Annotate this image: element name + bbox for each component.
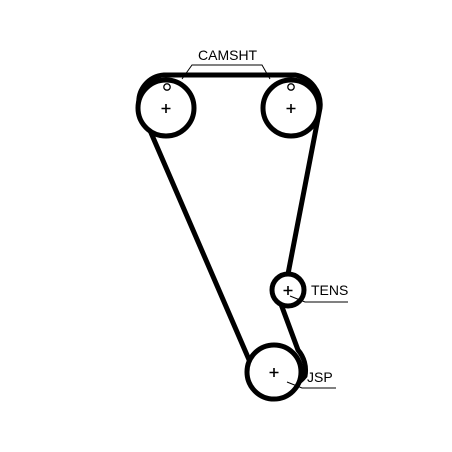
- crankshaft-label: JSP: [307, 369, 333, 385]
- tensioner-pulley: [269, 271, 307, 309]
- tensioner-leader: [289, 295, 348, 303]
- timing-mark-dot-left: [163, 83, 171, 91]
- camshaft-label: CAMSHT: [198, 47, 258, 63]
- camshaft-pulley-right: [260, 77, 322, 139]
- tensioner-label: TENS: [311, 282, 348, 298]
- timing-mark-dot-right: [287, 83, 295, 91]
- camshaft-leader: [181, 64, 271, 80]
- camshaft-pulley-left: [135, 77, 197, 139]
- crankshaft-leader: [286, 381, 336, 389]
- crankshaft-pulley: [244, 342, 304, 402]
